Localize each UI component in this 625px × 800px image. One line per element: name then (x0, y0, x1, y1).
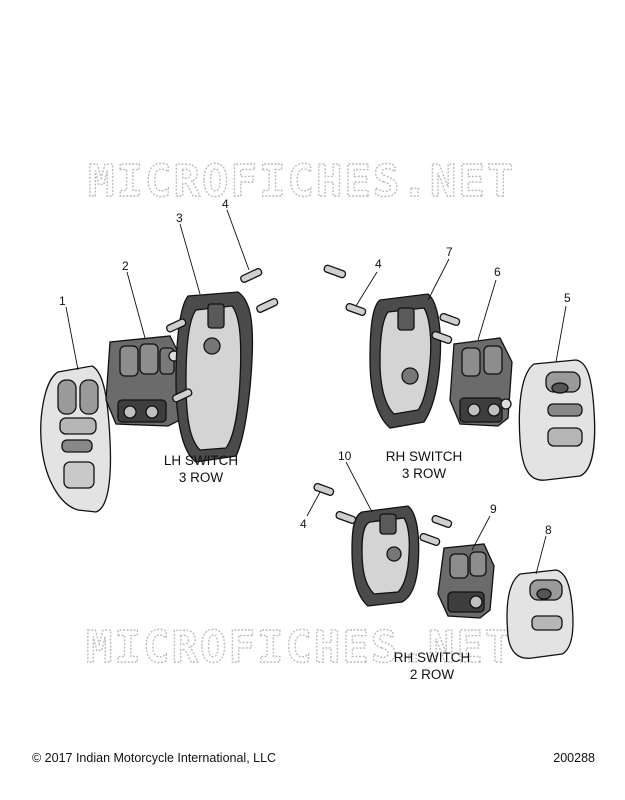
callout-5: 5 (564, 291, 571, 305)
part-1-lh-cover (40, 365, 112, 513)
rh3-switch-label-line2: 3 ROW (402, 466, 447, 481)
callout-9: 9 (490, 502, 497, 516)
callout-1: 1 (59, 294, 66, 308)
callout-4-rh2: 4 (300, 517, 307, 531)
screw-rh3-a (323, 264, 347, 279)
callout-6: 6 (494, 265, 501, 279)
callout-2: 2 (122, 259, 129, 273)
part-9-rh2-switch-assembly (437, 543, 495, 619)
callout-4-rh3: 4 (375, 257, 382, 271)
screw-lh-a (240, 267, 263, 283)
lh-switch-label-line2: 3 ROW (179, 470, 224, 485)
screw-rh3-c (439, 312, 461, 326)
callout-7: 7 (446, 245, 453, 259)
callout-3: 3 (176, 211, 183, 225)
screw-rh3-d (431, 330, 453, 344)
part-5-rh-cover (518, 359, 596, 481)
part-10-rh2-housing (351, 505, 420, 607)
rh2-switch-label-line1: RH SWITCH (394, 650, 471, 665)
part-7-rh-housing (369, 293, 442, 429)
screw-lh-c (166, 318, 187, 333)
watermark-bottom: MICROFICHES.NET (86, 622, 513, 673)
screw-rh3-b (345, 302, 367, 316)
watermark-top: MICROFICHES.NET (88, 156, 515, 207)
rh2-switch-label-line2: 2 ROW (410, 667, 455, 682)
screw-lh-d (172, 388, 193, 403)
screw-rh2-b (335, 510, 357, 524)
callout-8: 8 (545, 523, 552, 537)
part-6-rh-switch-assembly (449, 337, 513, 427)
screw-rh2-a (313, 482, 335, 496)
part-3-lh-housing (175, 291, 254, 463)
callout-10: 10 (338, 449, 352, 463)
copyright-notice: © 2017 Indian Motorcycle International, … (32, 751, 277, 765)
screw-rh2-c (431, 514, 453, 528)
screw-lh-b (256, 297, 279, 313)
lh-switch-label-line1: LH SWITCH (164, 453, 238, 468)
part-2-lh-switch-assembly (105, 335, 183, 427)
rh3-switch-label-line1: RH SWITCH (386, 449, 463, 464)
part-8-rh2-cover (506, 569, 574, 659)
callout-4-lh: 4 (222, 197, 229, 211)
document-number: 200288 (553, 751, 595, 765)
screw-rh2-d (419, 532, 441, 546)
